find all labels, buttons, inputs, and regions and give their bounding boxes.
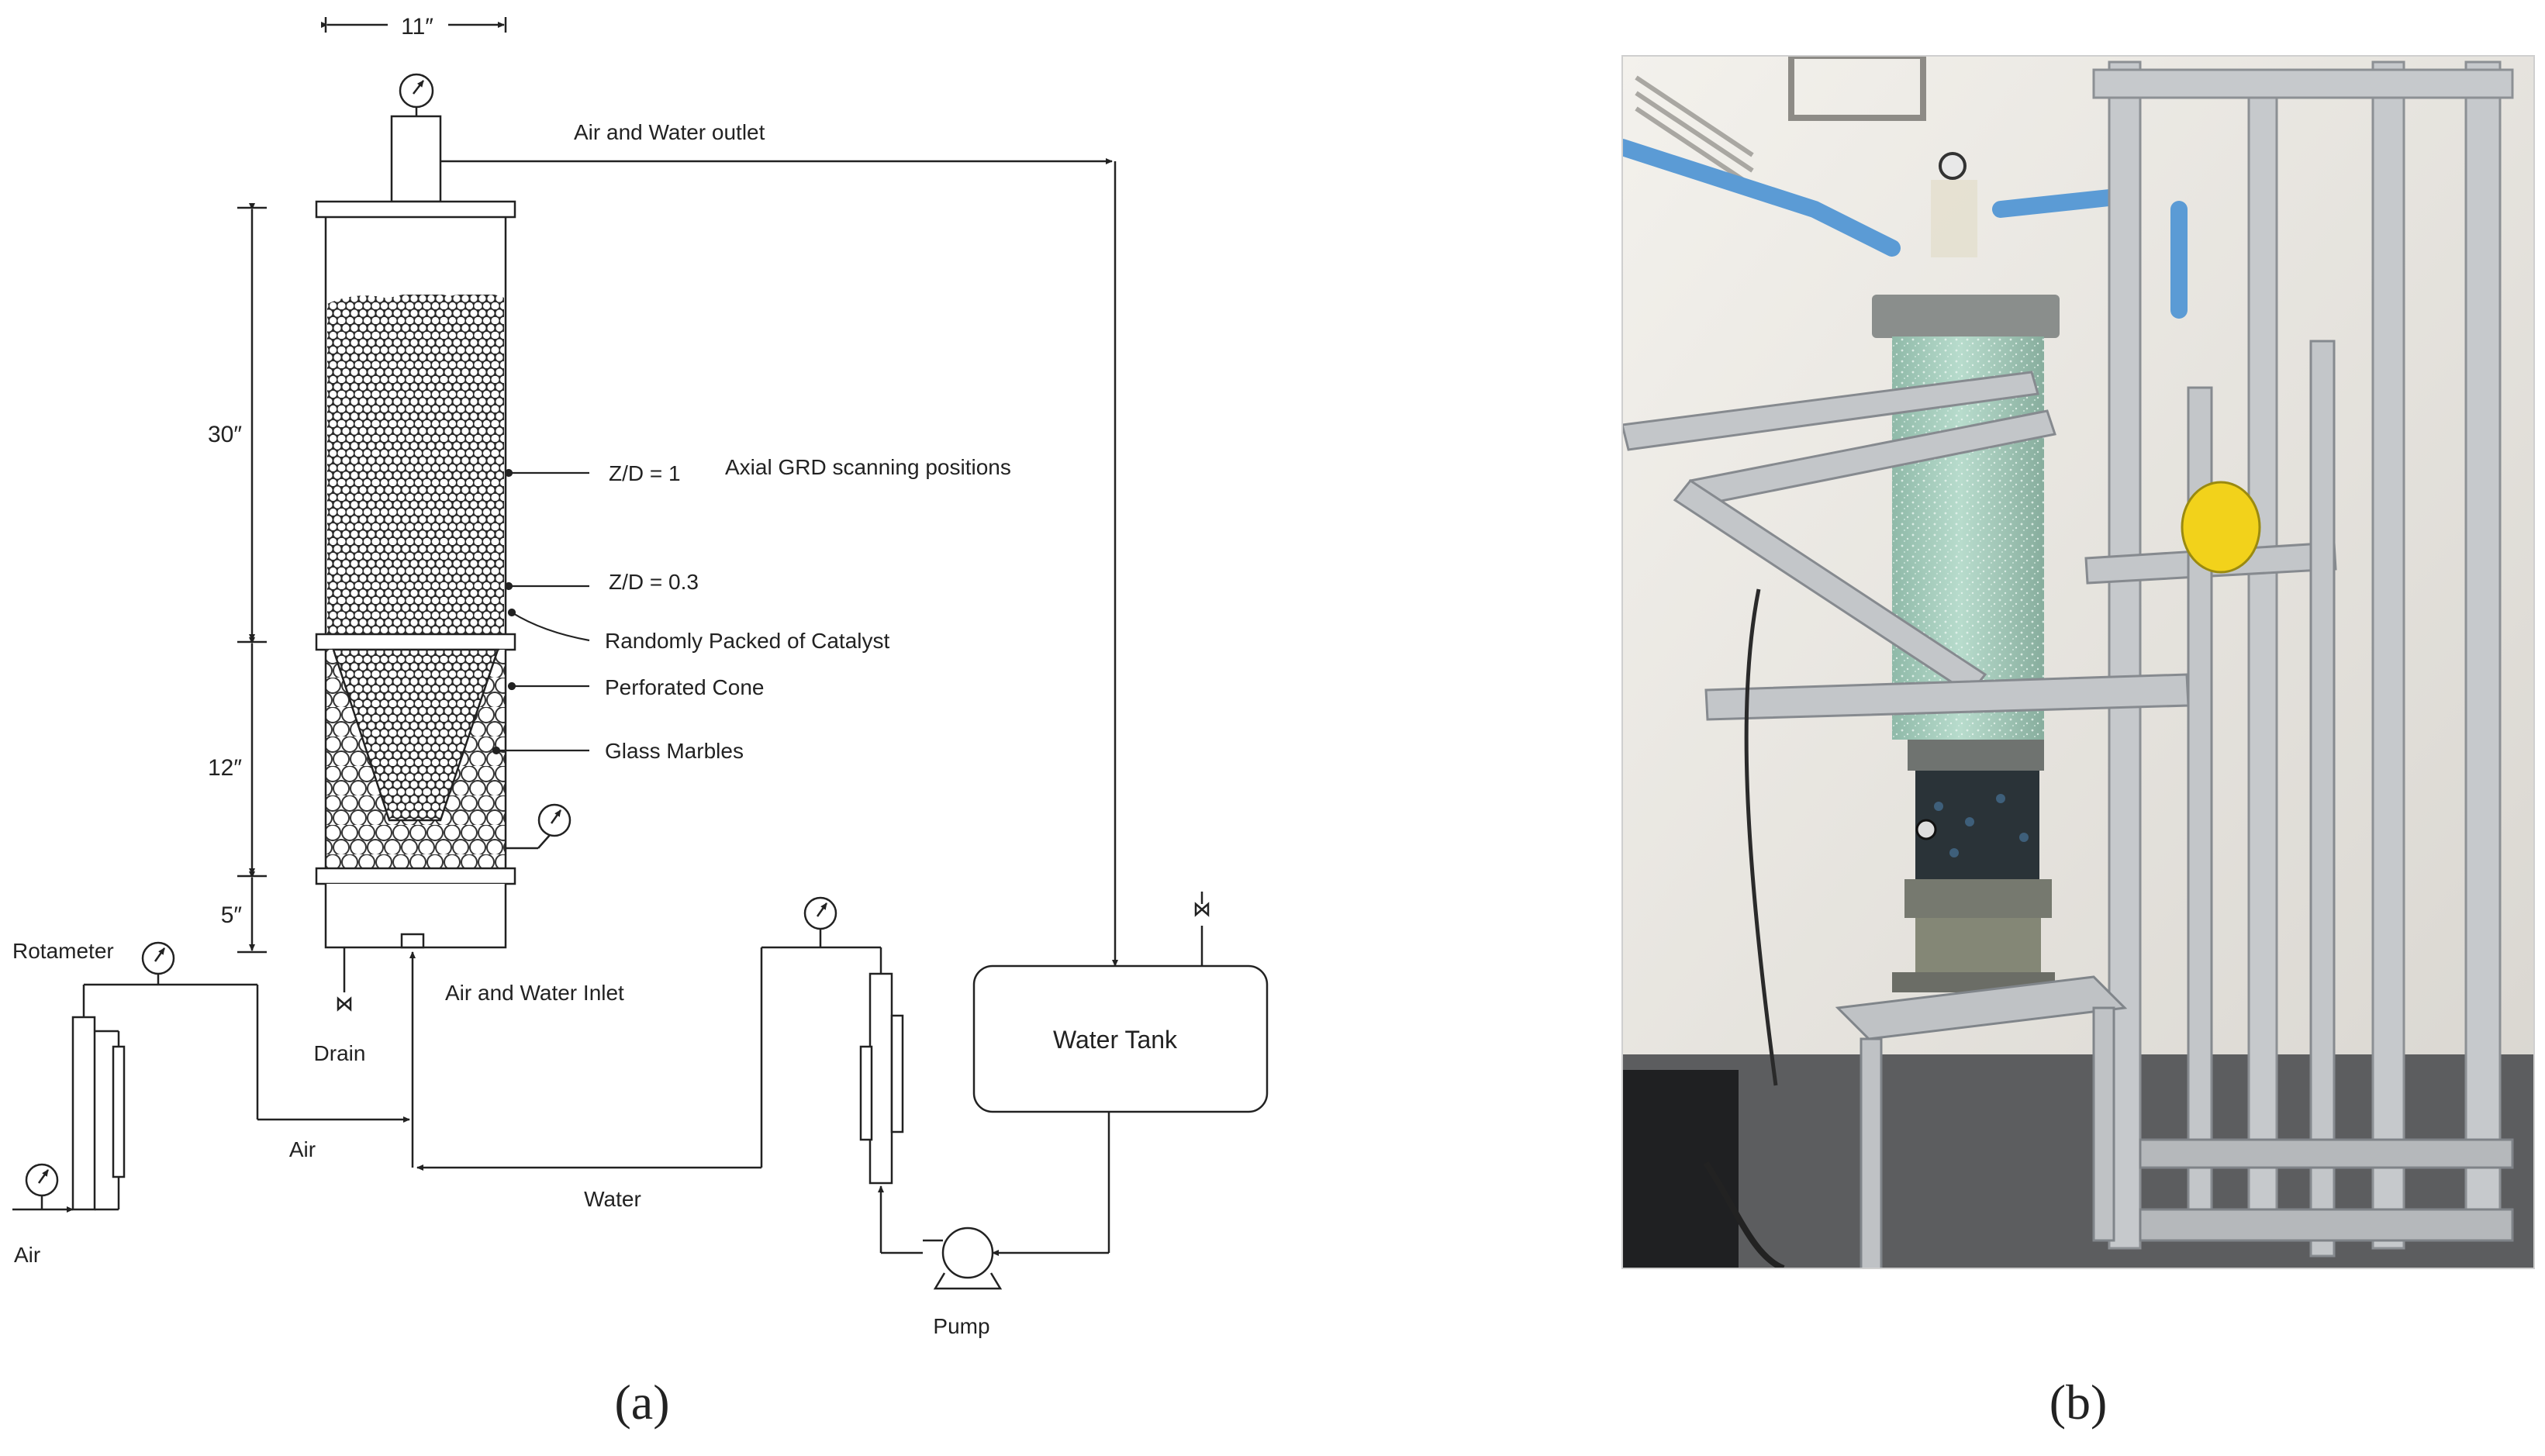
top-flange: [315, 200, 516, 219]
side-pressure-gauge-icon: [506, 803, 572, 850]
pump-icon: [923, 1227, 1003, 1290]
marble-height-label: 12″: [208, 755, 242, 781]
glass-marbles-label: Glass Marbles: [605, 739, 744, 763]
tank-to-pump-line: [992, 1112, 1110, 1256]
air-rotameter: [71, 1016, 126, 1211]
air-source-label: Air: [14, 1243, 40, 1267]
plenum-height-label: 5″: [221, 902, 243, 928]
support-stand: [1835, 975, 2128, 1268]
outlet-stub: [390, 115, 442, 203]
air-line: [82, 983, 410, 1123]
water-line-label: Water: [584, 1187, 641, 1211]
packed-catalyst-bed: [327, 295, 504, 634]
pump-to-rotameter-line: [878, 1185, 923, 1254]
photo-side-gauge: [1915, 819, 1937, 840]
callout-leaders: [492, 468, 590, 755]
zd03-label: Z/D = 0.3: [609, 570, 699, 594]
outlet-line: [440, 158, 1118, 967]
width-label: 11″: [401, 14, 433, 40]
drain-label: Drain: [314, 1041, 366, 1065]
water-tank-label: Water Tank: [1053, 1026, 1178, 1054]
schematic-diagram: 11″: [12, 14, 1269, 1338]
tank-vent-valve-icon: [1194, 892, 1210, 966]
air-line-label: Air: [289, 1137, 316, 1161]
panel-label-a: (a): [614, 1375, 669, 1430]
inlet-nozzle: [400, 933, 425, 949]
perforated-cone: [332, 648, 499, 822]
upper-column: [324, 217, 507, 634]
marble-section: [324, 648, 507, 868]
water-tank: [972, 964, 1269, 1113]
water-gauge-icon: [803, 896, 837, 930]
height-dimensions: [237, 203, 267, 954]
water-line: [416, 929, 882, 1171]
zd1-label: Z/D = 1: [609, 461, 681, 485]
width-dimension: [321, 17, 507, 33]
blue-pipe: [1622, 139, 2188, 319]
bed-height-label: 30″: [208, 422, 242, 447]
panel-label-b: (b): [2049, 1375, 2108, 1430]
water-rotameter: [859, 972, 904, 1185]
outlet-label: Air and Water outlet: [574, 120, 765, 144]
yellow-gauge: [2181, 481, 2261, 574]
bottom-flange: [315, 867, 516, 885]
rotameter-gauge-icon: [141, 941, 175, 985]
drain-valve-icon: [337, 947, 352, 1012]
middle-flange: [315, 633, 516, 651]
rotameter-label: Rotameter: [12, 939, 114, 963]
photo-top-gauge: [1939, 152, 1967, 180]
packed-catalyst-label: Randomly Packed of Catalyst: [605, 629, 890, 653]
axial-scan-label: Axial GRD scanning positions: [725, 455, 1011, 479]
inlet-label: Air and Water Inlet: [445, 981, 624, 1005]
air-source-gauge-icon: [12, 1163, 74, 1213]
top-pressure-gauge-icon: [399, 73, 434, 116]
perforated-cone-label: Perforated Cone: [605, 675, 764, 699]
reactor-photo: [1621, 55, 2535, 1269]
pump-label: Pump: [933, 1314, 989, 1338]
